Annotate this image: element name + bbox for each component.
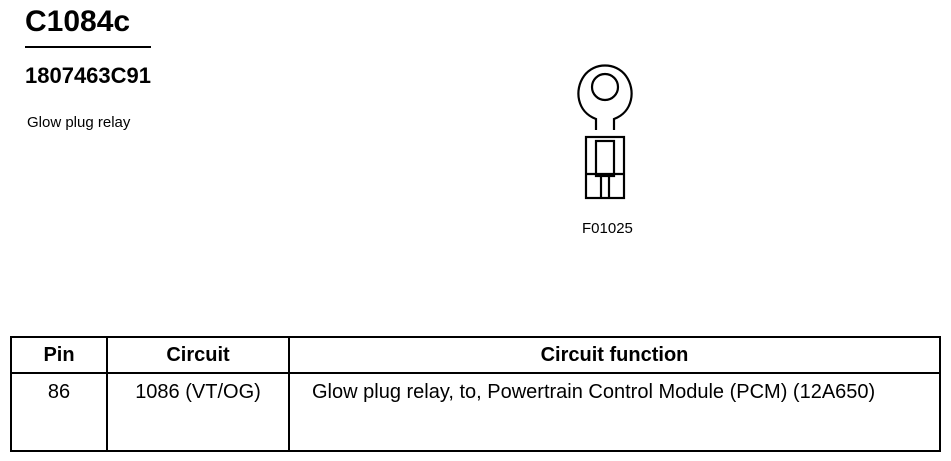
terminal-body xyxy=(584,135,626,200)
connector-id: C1084c xyxy=(25,5,131,38)
cell-pin: 86 xyxy=(10,372,108,452)
ring-terminal-drawing xyxy=(577,64,633,200)
title-underline xyxy=(25,46,151,48)
cell-circuit: 1086 (VT/OG) xyxy=(106,372,290,452)
part-number: 1807463C91 xyxy=(25,63,152,88)
ring-eye xyxy=(577,64,633,130)
cell-circuit-function: Glow plug relay, to, Powertrain Control … xyxy=(288,372,941,452)
connector-description: Glow plug relay xyxy=(27,114,131,131)
header-pin: Pin xyxy=(10,336,108,374)
ring-terminal-icon xyxy=(577,64,633,200)
header-circuit: Circuit xyxy=(106,336,290,374)
figure-code: F01025 xyxy=(582,220,633,237)
terminal-slot xyxy=(594,139,616,178)
ring-hole xyxy=(590,72,620,102)
pin-table: Pin Circuit Circuit function 86 1086 (VT… xyxy=(10,336,941,452)
table-header-row: Pin Circuit Circuit function xyxy=(10,336,941,374)
header-circuit-function: Circuit function xyxy=(288,336,941,374)
table-row: 86 1086 (VT/OG) Glow plug relay, to, Pow… xyxy=(10,372,941,452)
